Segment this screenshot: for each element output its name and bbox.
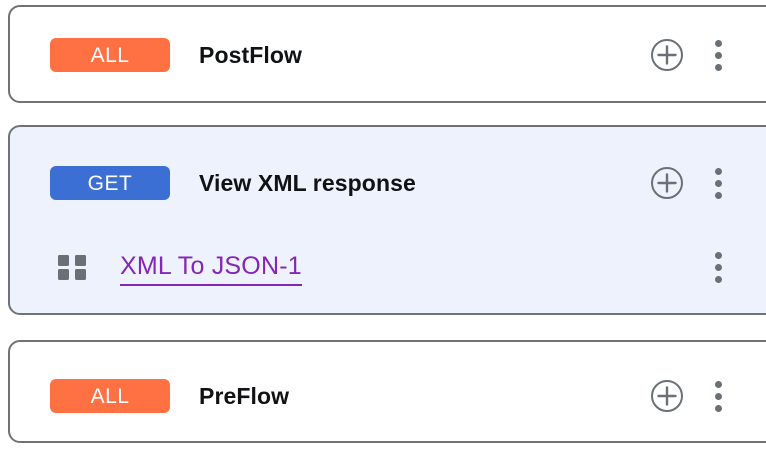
plus-circle-icon[interactable] xyxy=(650,166,684,200)
kebab-dot xyxy=(714,39,722,47)
flow-card-preflow[interactable]: ALL PreFlow xyxy=(8,340,766,443)
kebab-dot xyxy=(714,167,722,175)
flow-name-label: PostFlow xyxy=(199,41,303,68)
flow-header-row[interactable]: ALL PreFlow xyxy=(10,368,766,424)
kebab-dot xyxy=(714,179,722,187)
policy-row-xml-to-json-1[interactable]: XML To JSON-1 xyxy=(10,239,766,295)
kebab-dot xyxy=(714,380,722,388)
flow-card-view-xml-response[interactable]: GET View XML response XML To JSON-1 xyxy=(8,125,766,315)
kebab-dot xyxy=(714,404,722,412)
method-badge-all: ALL xyxy=(50,38,170,72)
kebab-menu-icon[interactable] xyxy=(711,379,725,413)
plus-circle-icon[interactable] xyxy=(650,38,684,72)
policy-link-xml-to-json-1[interactable]: XML To JSON-1 xyxy=(120,249,302,286)
kebab-menu-icon[interactable] xyxy=(711,250,725,284)
kebab-menu-icon[interactable] xyxy=(711,38,725,72)
flow-card-postflow[interactable]: ALL PostFlow xyxy=(8,5,766,103)
flow-name-label: PreFlow xyxy=(199,382,290,409)
kebab-dot xyxy=(714,263,722,271)
kebab-dot xyxy=(714,191,722,199)
grid-squares-icon xyxy=(58,255,86,280)
kebab-dot xyxy=(714,251,722,259)
flow-header-row[interactable]: GET View XML response xyxy=(10,155,766,211)
kebab-dot xyxy=(714,275,722,283)
flow-name-label: View XML response xyxy=(199,169,416,196)
kebab-dot xyxy=(714,63,722,71)
method-badge-get: GET xyxy=(50,166,170,200)
kebab-dot xyxy=(714,51,722,59)
method-badge-all: ALL xyxy=(50,379,170,413)
plus-circle-icon[interactable] xyxy=(650,379,684,413)
kebab-dot xyxy=(714,392,722,400)
flow-header-row[interactable]: ALL PostFlow xyxy=(10,27,766,83)
kebab-menu-icon[interactable] xyxy=(711,166,725,200)
